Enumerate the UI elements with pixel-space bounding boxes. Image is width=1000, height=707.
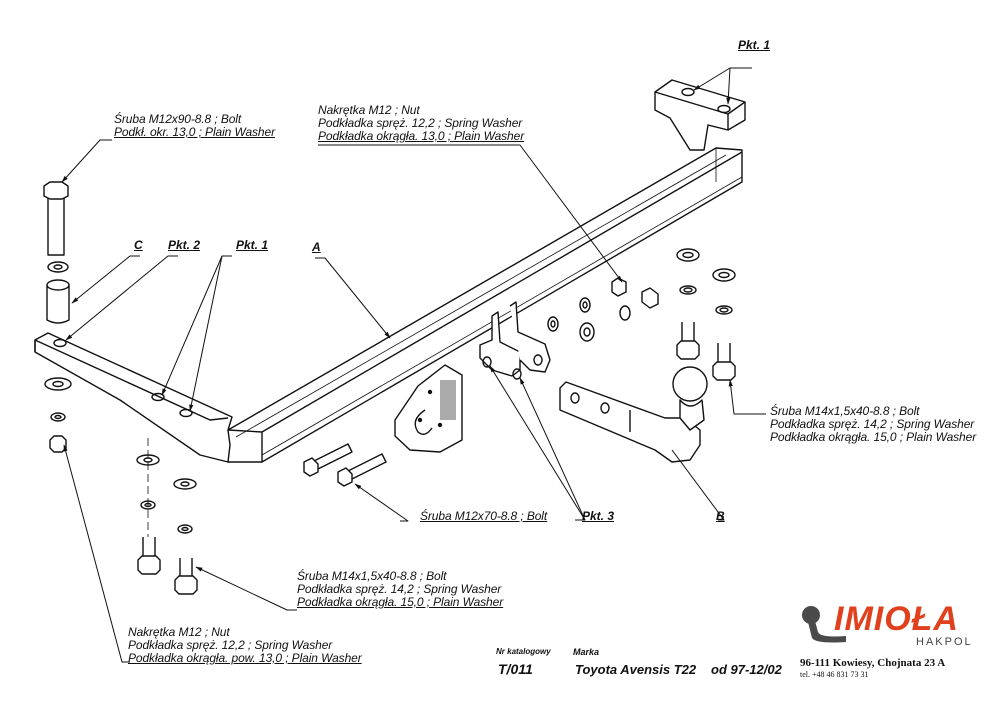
catalog-label: Nr katalogowy xyxy=(496,647,551,656)
hardware-cluster xyxy=(547,248,736,381)
mounting-lugs xyxy=(479,301,551,380)
callout-bolt-m14-right: Śruba M14x1,5x40-8.8 ; Bolt Podkładka sp… xyxy=(770,404,977,444)
left-mount-bracket xyxy=(34,332,233,463)
bolt-m12x90 xyxy=(43,181,69,256)
brand-phone: tel. +48 46 831 73 31 xyxy=(800,670,869,679)
vehicle-model: Toyota Avensis T22 xyxy=(575,662,697,677)
production-period: od 97-12/02 xyxy=(711,662,782,677)
tag-c: C xyxy=(134,238,143,252)
tag-pkt1-left: Pkt. 1 xyxy=(236,238,269,252)
crossbeam-a xyxy=(227,147,743,463)
leader-lines xyxy=(61,67,766,663)
callout-bolt-m12x90: Śruba M12x90-8.8 ; Bolt Podkł. okr. 13,0… xyxy=(114,112,275,139)
brand-logo: IMIOŁA xyxy=(834,600,959,638)
callout-nut-m12-bottom: Nakrętka M12 ; Nut Podkładka spręż. 12,2… xyxy=(128,625,362,665)
bolts-m12x70 xyxy=(303,443,387,487)
callout-bolt-m14-bottom: Śruba M14x1,5x40-8.8 ; Bolt Podkładka sp… xyxy=(297,569,504,609)
washer xyxy=(47,261,69,273)
catalog-number: T/011 xyxy=(498,661,533,677)
tag-pkt2: Pkt. 2 xyxy=(168,238,201,252)
brand-sub: HAKPOL xyxy=(916,636,973,648)
callout-nut-m12-top: Nakrętka M12 ; Nut Podkładka spręż. 12,2… xyxy=(318,103,525,143)
tag-pkt3: Pkt. 3 xyxy=(582,509,615,523)
tow-ball-b xyxy=(559,366,708,463)
logo-hitch-icon xyxy=(802,606,846,643)
tag-pkt1-top: Pkt. 1 xyxy=(738,38,771,52)
make-label: Marka xyxy=(573,647,600,657)
callout-bolt-m12x70: Śruba M12x70-8.8 ; Bolt xyxy=(420,509,548,523)
spacer-sleeve-c xyxy=(46,279,70,324)
right-mount-bracket xyxy=(654,79,746,151)
electrical-socket-plate xyxy=(394,364,463,453)
brand-address: 96-111 Kowiesy, Chojnata 23 A xyxy=(800,657,946,669)
tag-a: A xyxy=(312,240,321,254)
tag-b: B xyxy=(716,509,725,523)
